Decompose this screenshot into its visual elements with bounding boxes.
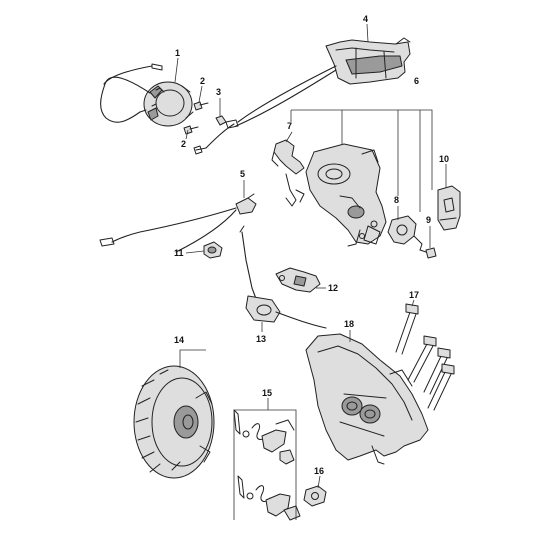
part-screw-lower[interactable] bbox=[183, 125, 199, 135]
part-throttle-rod[interactable] bbox=[239, 225, 327, 329]
callout-16: 16 bbox=[314, 466, 324, 476]
part-carburetor[interactable] bbox=[305, 143, 387, 247]
part-pawl-assembly-lower[interactable] bbox=[237, 475, 301, 521]
callout-15: 15 bbox=[262, 388, 272, 398]
callout-6: 6 bbox=[414, 76, 419, 86]
part-ignition-module[interactable] bbox=[143, 81, 194, 127]
leader-lines bbox=[174, 23, 447, 520]
callout-17: 17 bbox=[409, 290, 419, 300]
callout-18: 18 bbox=[344, 319, 354, 329]
part-grommet[interactable] bbox=[203, 241, 223, 259]
part-screw-9[interactable] bbox=[419, 247, 437, 259]
part-choke-control[interactable] bbox=[235, 193, 257, 215]
part-choke-linkage[interactable] bbox=[271, 139, 305, 207]
part-throttle-handle[interactable] bbox=[325, 37, 411, 85]
callout-3: 3 bbox=[216, 87, 221, 97]
part-screw-upper[interactable] bbox=[193, 101, 209, 111]
callout-8: 8 bbox=[394, 195, 399, 205]
part-lever[interactable] bbox=[387, 215, 423, 251]
part-clip[interactable] bbox=[215, 115, 227, 126]
callout-4: 4 bbox=[363, 14, 368, 24]
part-pawl-assembly[interactable] bbox=[233, 409, 295, 465]
part-bolts[interactable] bbox=[395, 303, 455, 411]
part-switch[interactable] bbox=[275, 267, 321, 293]
part-throttle-cable bbox=[193, 65, 337, 155]
callout-1: 1 bbox=[175, 48, 180, 58]
callout-9: 9 bbox=[426, 215, 431, 225]
part-choke-cable bbox=[99, 207, 237, 253]
callout-13: 13 bbox=[256, 334, 266, 344]
part-housing[interactable] bbox=[305, 333, 429, 465]
callout-10: 10 bbox=[439, 154, 449, 164]
callout-labels: 1 2 3 2 4 5 6 7 8 9 10 11 12 13 14 15 16… bbox=[174, 14, 449, 476]
callout-14: 14 bbox=[174, 335, 184, 345]
callout-5: 5 bbox=[240, 169, 245, 179]
callout-2-lower: 2 bbox=[181, 139, 186, 149]
callout-2-upper: 2 bbox=[200, 76, 205, 86]
part-bracket[interactable] bbox=[437, 185, 461, 231]
callout-12: 12 bbox=[328, 283, 338, 293]
callout-7: 7 bbox=[287, 121, 292, 131]
part-ignition-wire bbox=[100, 63, 163, 123]
callout-11: 11 bbox=[174, 248, 184, 258]
part-flywheel[interactable] bbox=[133, 365, 215, 479]
part-nut[interactable] bbox=[303, 485, 327, 507]
